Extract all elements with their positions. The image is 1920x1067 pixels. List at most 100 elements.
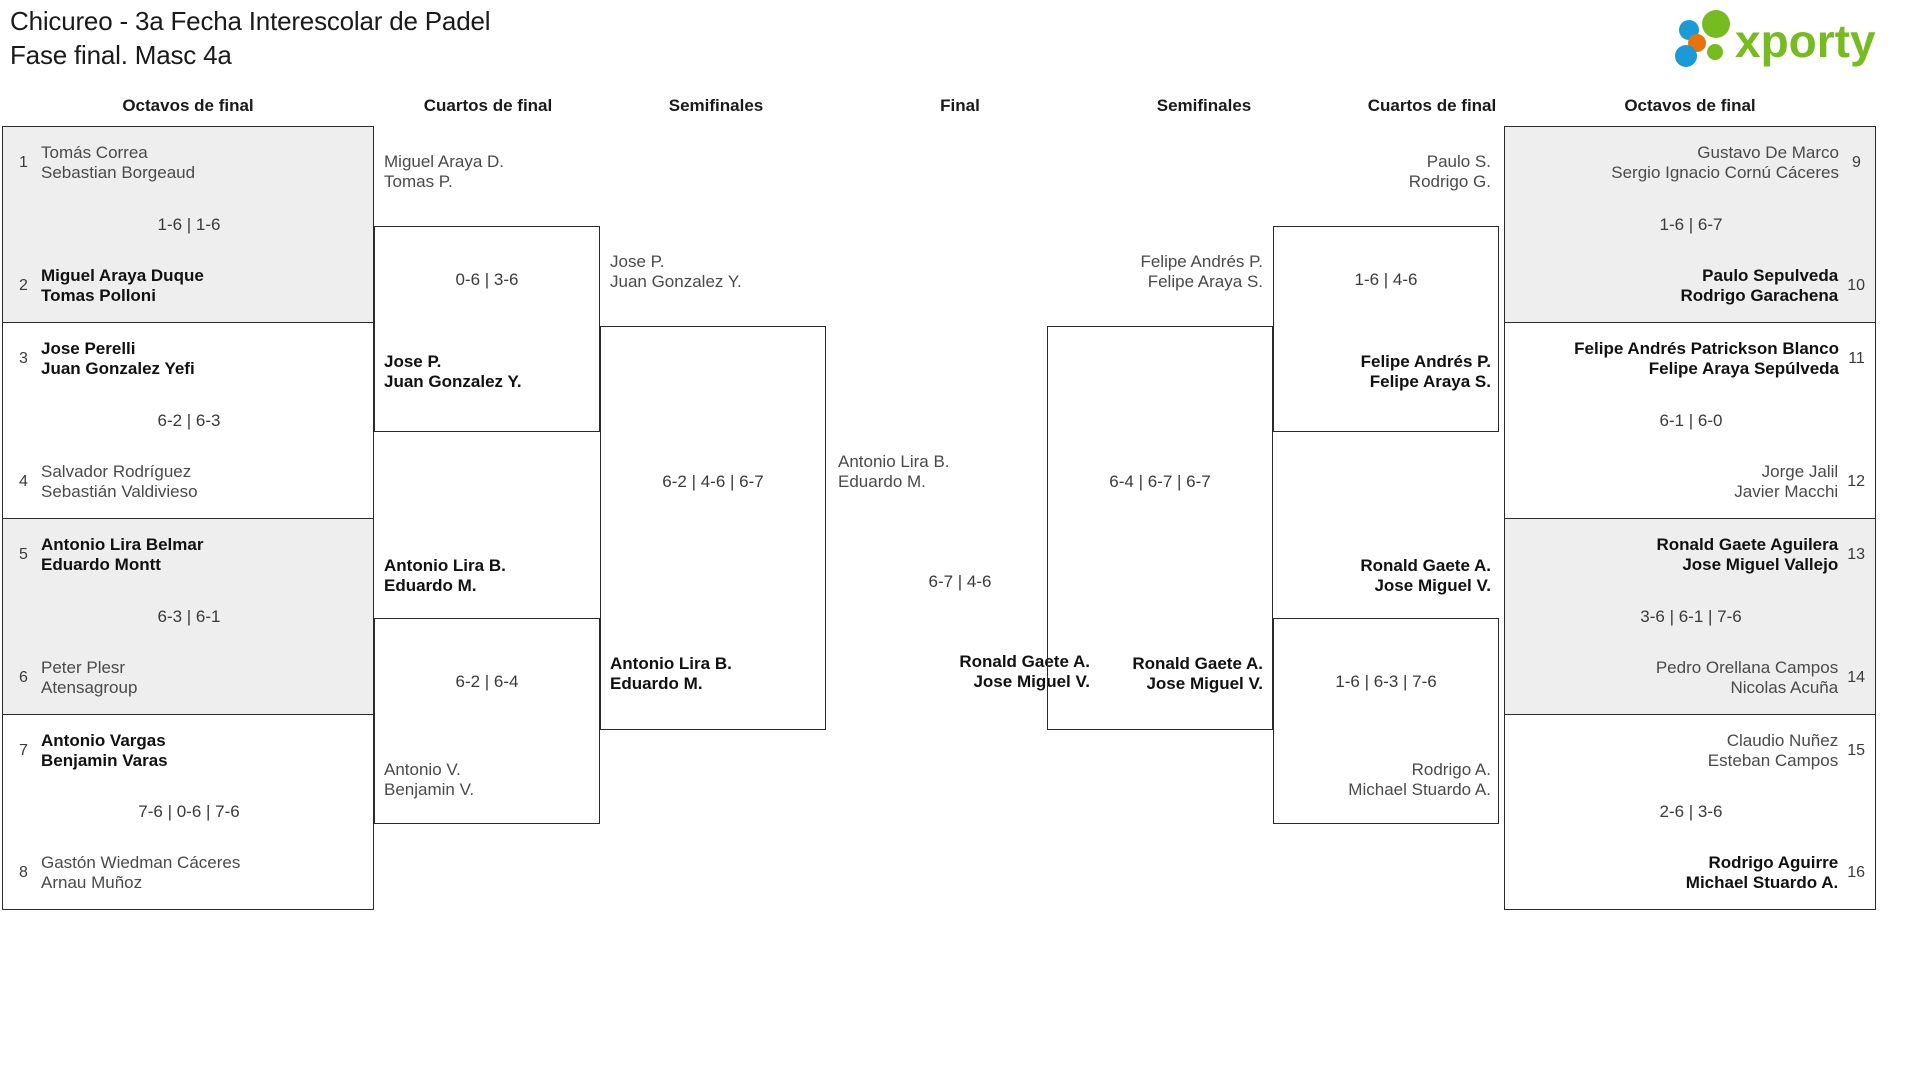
team-entry[interactable]: 7 Antonio Vargas Benjamin Varas bbox=[3, 723, 375, 779]
team-entry[interactable]: 13 Ronald Gaete Aguilera Jose Miguel Val… bbox=[1505, 527, 1877, 583]
player-1: Ronald Gaete A. bbox=[1360, 556, 1491, 575]
player-1: Miguel Araya Duque bbox=[41, 265, 204, 285]
team-entry[interactable]: 1 Tomás Correa Sebastian Borgeaud bbox=[3, 135, 375, 191]
round-heading-cuartos-right: Cuartos de final bbox=[1367, 96, 1497, 115]
player-2: Javier Macchi bbox=[1734, 482, 1839, 501]
team-entry[interactable]: 3 Jose Perelli Juan Gonzalez Yefi bbox=[3, 331, 375, 387]
player-1: Ronald Gaete A. bbox=[959, 652, 1090, 671]
match-octavos-left-4[interactable]: 7 Antonio Vargas Benjamin Varas 7-6 | 0-… bbox=[2, 714, 374, 910]
team-entry[interactable]: 8 Gastón Wiedman Cáceres Arnau Muñoz bbox=[3, 845, 375, 901]
match-octavos-right-1[interactable]: 9 Gustavo De Marco Sergio Ignacio Cornú … bbox=[1504, 126, 1876, 322]
team-entry[interactable]: 15 Claudio Nuñez Esteban Campos bbox=[1505, 723, 1877, 779]
team-entry[interactable]: 11 Felipe Andrés Patrickson Blanco Felip… bbox=[1505, 331, 1877, 387]
team-entry[interactable]: 2 Miguel Araya Duque Tomas Polloni bbox=[3, 258, 375, 314]
cuartos-right-2-score: 1-6 | 6-3 | 7-6 bbox=[1335, 672, 1437, 691]
player-2: Sergio Ignacio Cornú Cáceres bbox=[1611, 163, 1839, 182]
player-2: Felipe Araya S. bbox=[1369, 372, 1491, 392]
team-entry[interactable]: 14 Pedro Orellana Campos Nicolas Acuña bbox=[1505, 650, 1877, 706]
match-octavos-left-3[interactable]: 5 Antonio Lira Belmar Eduardo Montt 6-3 … bbox=[2, 518, 374, 714]
team-entry[interactable]: 16 Rodrigo Aguirre Michael Stuardo A. bbox=[1505, 845, 1877, 901]
team-names: Salvador Rodríguez Sebastián Valdivieso bbox=[41, 462, 198, 502]
match-octavos-right-4[interactable]: 15 Claudio Nuñez Esteban Campos 2-6 | 3-… bbox=[1504, 714, 1876, 910]
seed-number: 15 bbox=[1847, 742, 1865, 759]
match-cuartos-left-2-box[interactable] bbox=[374, 618, 600, 824]
round-heading-semis-right: Semifinales bbox=[1156, 96, 1252, 115]
match-score: 6-1 | 6-0 bbox=[1659, 410, 1723, 430]
team-names: Antonio Lira Belmar Eduardo Montt bbox=[41, 535, 203, 575]
player-2: Juan Gonzalez Y. bbox=[384, 372, 522, 392]
team-entry[interactable]: 5 Antonio Lira Belmar Eduardo Montt bbox=[3, 527, 375, 583]
round-heading-cuartos-left: Cuartos de final bbox=[423, 96, 553, 115]
player-2: Rodrigo G. bbox=[1408, 172, 1491, 192]
match-cuartos-right-1-box[interactable] bbox=[1273, 226, 1499, 432]
cuartos-left-2-top-team: Antonio Lira B. Eduardo M. bbox=[384, 556, 506, 597]
team-entry[interactable]: 10 Paulo Sepulveda Rodrigo Garachena bbox=[1505, 258, 1877, 314]
cuartos-left-2-score: 6-2 | 6-4 bbox=[455, 672, 519, 691]
player-1: Ronald Gaete A. bbox=[1132, 654, 1263, 673]
player-1: Antonio Lira B. bbox=[384, 556, 506, 575]
player-1: Salvador Rodríguez bbox=[41, 461, 192, 481]
octavos-left-column: 1 Tomás Correa Sebastian Borgeaud 1-6 | … bbox=[2, 126, 374, 910]
match-octavos-right-3[interactable]: 13 Ronald Gaete Aguilera Jose Miguel Val… bbox=[1504, 518, 1876, 714]
octavos-right-column: 9 Gustavo De Marco Sergio Ignacio Cornú … bbox=[1504, 126, 1876, 910]
player-1: Antonio Lira B. bbox=[838, 452, 950, 471]
round-heading-semis-left: Semifinales bbox=[668, 96, 764, 115]
seed-number: 1 bbox=[19, 154, 28, 171]
player-2: Esteban Campos bbox=[1707, 751, 1839, 770]
match-semis-left-box[interactable] bbox=[600, 326, 826, 730]
team-entry[interactable]: 4 Salvador Rodríguez Sebastián Valdivies… bbox=[3, 454, 375, 510]
team-names: Tomás Correa Sebastian Borgeaud bbox=[41, 143, 195, 183]
match-octavos-right-2[interactable]: 11 Felipe Andrés Patrickson Blanco Felip… bbox=[1504, 322, 1876, 518]
final-left-team: Antonio Lira B. Eduardo M. bbox=[838, 452, 950, 493]
cuartos-left-1-top-team: Miguel Araya D. Tomas P. bbox=[384, 152, 504, 193]
player-1: Gustavo De Marco bbox=[1697, 142, 1839, 162]
team-names: Pedro Orellana Campos Nicolas Acuña bbox=[1656, 658, 1838, 698]
player-1: Paulo Sepulveda bbox=[1702, 265, 1839, 285]
player-2: Tomas P. bbox=[384, 172, 453, 192]
match-score: 1-6 | 1-6 bbox=[157, 214, 221, 234]
match-octavos-left-1[interactable]: 1 Tomás Correa Sebastian Borgeaud 1-6 | … bbox=[2, 126, 374, 322]
match-semis-right-box[interactable] bbox=[1047, 326, 1273, 730]
semis-left-top-team: Jose P. Juan Gonzalez Y. bbox=[610, 252, 742, 293]
match-score: 2-6 | 3-6 bbox=[1659, 802, 1723, 821]
player-1: Antonio Vargas bbox=[41, 730, 166, 750]
player-2: Juan Gonzalez Yefi bbox=[41, 359, 195, 378]
player-1: Gastón Wiedman Cáceres bbox=[41, 852, 241, 872]
seed-number: 6 bbox=[19, 669, 28, 686]
match-cuartos-left-1-box[interactable] bbox=[374, 226, 600, 432]
team-entry[interactable]: 9 Gustavo De Marco Sergio Ignacio Cornú … bbox=[1505, 135, 1877, 191]
semis-left-score: 6-2 | 4-6 | 6-7 bbox=[662, 472, 764, 491]
team-entry[interactable]: 6 Peter Plesr Atensagroup bbox=[3, 650, 375, 706]
team-names: Claudio Nuñez Esteban Campos bbox=[1708, 731, 1838, 771]
xporty-logo: xporty bbox=[1667, 10, 1902, 68]
team-names: Paulo Sepulveda Rodrigo Garachena bbox=[1680, 266, 1838, 306]
player-1: Peter Plesr bbox=[41, 657, 126, 677]
player-2: Juan Gonzalez Y. bbox=[610, 272, 742, 292]
player-2: Benjamin V. bbox=[384, 780, 475, 800]
player-2: Michael Stuardo A. bbox=[1348, 780, 1491, 800]
tournament-phase: Fase final. Masc 4a bbox=[10, 40, 232, 71]
cuartos-left-1-score: 0-6 | 3-6 bbox=[455, 270, 519, 289]
tournament-name: Chicureo - 3a Fecha Interescolar de Pade… bbox=[10, 6, 491, 36]
player-2: Nicolas Acuña bbox=[1730, 678, 1839, 697]
player-1: Jose P. bbox=[384, 352, 442, 371]
match-score: 7-6 | 0-6 | 7-6 bbox=[138, 802, 240, 821]
player-1: Jose P. bbox=[610, 252, 665, 271]
team-names: Gustavo De Marco Sergio Ignacio Cornú Cá… bbox=[1611, 143, 1839, 183]
player-1: Miguel Araya D. bbox=[384, 152, 504, 171]
player-2: Rodrigo Garachena bbox=[1680, 286, 1839, 305]
player-1: Antonio Lira Belmar bbox=[41, 534, 204, 554]
player-2: Tomas Polloni bbox=[41, 286, 156, 305]
match-octavos-left-2[interactable]: 3 Jose Perelli Juan Gonzalez Yefi 6-2 | … bbox=[2, 322, 374, 518]
player-1: Jose Perelli bbox=[41, 338, 136, 358]
cuartos-right-1-top-team: Paulo S. Rodrigo G. bbox=[1279, 152, 1491, 193]
player-2: Jose Miguel V. bbox=[1374, 576, 1491, 596]
player-2: Arnau Muñoz bbox=[41, 873, 143, 892]
cuartos-right-1-score: 1-6 | 4-6 bbox=[1354, 270, 1418, 289]
page-header: Chicureo - 3a Fecha Interescolar de Pade… bbox=[0, 0, 1920, 86]
team-names: Jorge Jalil Javier Macchi bbox=[1734, 462, 1838, 502]
player-2: Eduardo M. bbox=[384, 576, 477, 596]
match-cuartos-right-2-box[interactable] bbox=[1273, 618, 1499, 824]
seed-number: 12 bbox=[1847, 473, 1865, 490]
team-entry[interactable]: 12 Jorge Jalil Javier Macchi bbox=[1505, 454, 1877, 510]
